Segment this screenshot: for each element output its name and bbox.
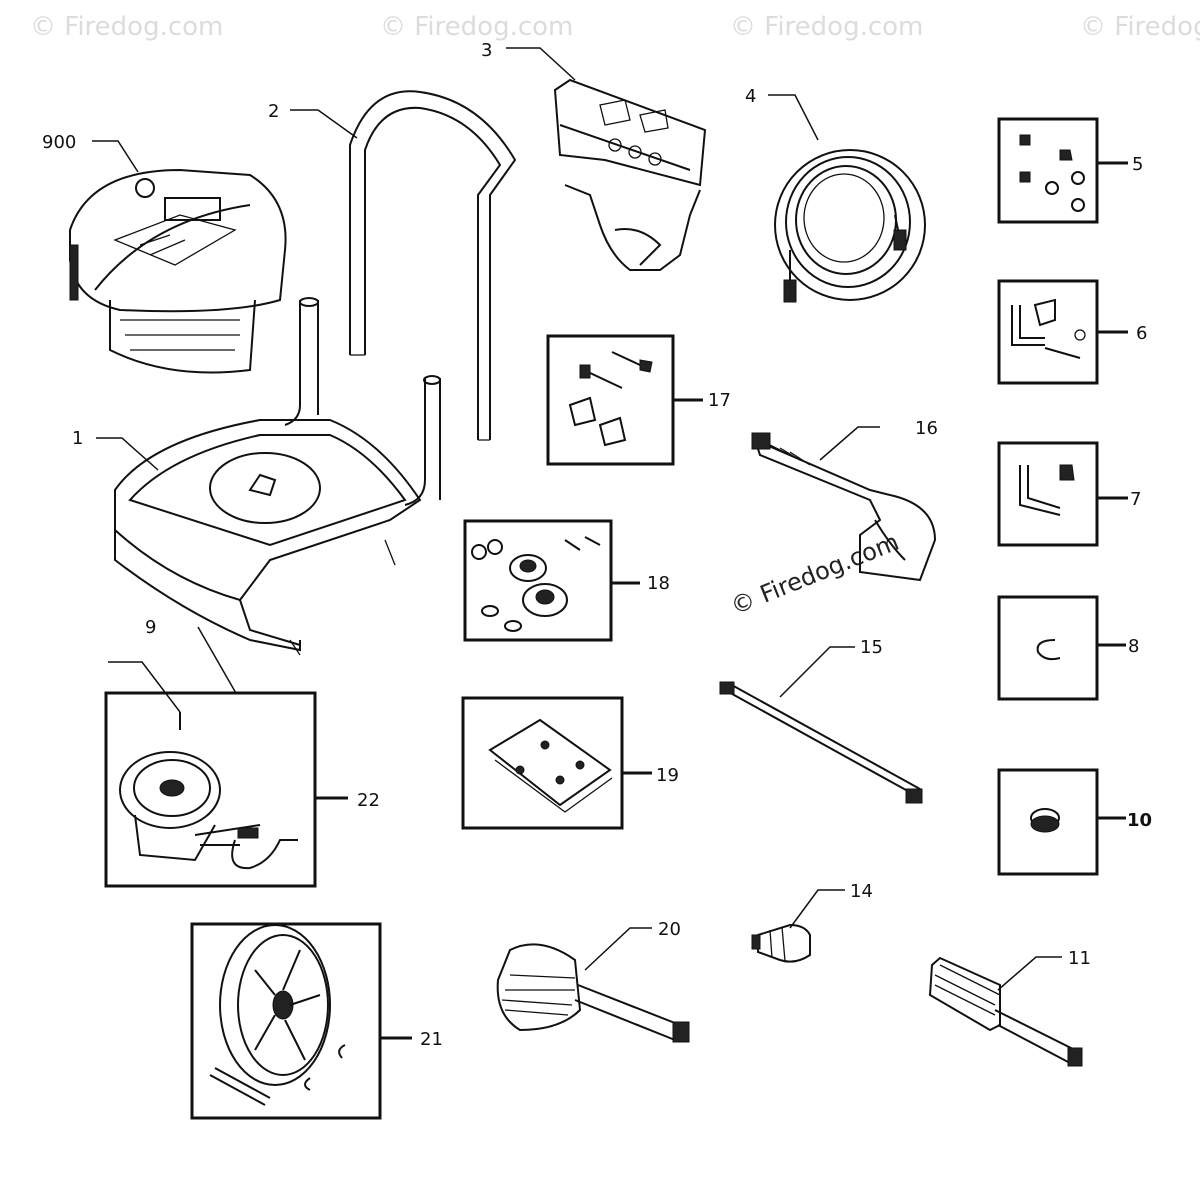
watermark: © Firedog.com: [1080, 12, 1200, 42]
pump-assembly-box[interactable]: [104, 691, 317, 888]
callout-label: 15: [860, 637, 883, 658]
callout-leader: [997, 956, 1062, 991]
callout-label: 18: [647, 573, 670, 594]
callout-label: 2: [268, 101, 279, 122]
callout-label: 16: [915, 418, 938, 439]
spray-wand-part[interactable]: [719, 681, 923, 804]
callout-leader: [768, 94, 819, 141]
watermark: © Firedog.com: [30, 12, 223, 42]
nozzle-kit-box[interactable]: [461, 696, 624, 830]
engine-part[interactable]: [69, 168, 287, 374]
callout-label: 8: [1128, 636, 1139, 657]
high-pressure-hose-part[interactable]: [774, 149, 926, 303]
hardware-kit-box[interactable]: [997, 117, 1099, 224]
callout-label: 9: [145, 617, 156, 638]
callout-label: 4: [745, 86, 756, 107]
spray-gun-part[interactable]: [751, 432, 937, 582]
frame-base-part[interactable]: [114, 297, 441, 656]
callout-label: 6: [1136, 323, 1147, 344]
scrub-brush-part[interactable]: [928, 956, 1083, 1067]
cap-kit-box[interactable]: [997, 768, 1099, 876]
callout-label: 10: [1127, 810, 1152, 831]
accessory-holder-part[interactable]: [553, 78, 707, 271]
callout-leader: [584, 927, 652, 971]
callout-label: 17: [708, 390, 731, 411]
callout-label: 21: [420, 1029, 443, 1050]
callout-label: 7: [1130, 489, 1141, 510]
fitting-kit-box[interactable]: [997, 441, 1099, 547]
callout-leader: [92, 140, 139, 173]
callout-label: 19: [656, 765, 679, 786]
callout-label: 22: [357, 790, 380, 811]
clip-kit-box[interactable]: [997, 595, 1099, 701]
watermark: © Firedog.com: [380, 12, 573, 42]
rotating-brush-part[interactable]: [496, 943, 690, 1043]
callout-label: 11: [1068, 948, 1091, 969]
wheel-hardware-kit-box[interactable]: [463, 519, 613, 642]
watermark: © Firedog.com: [730, 12, 923, 42]
callout-leader: [789, 889, 845, 929]
callout-label: 900: [42, 132, 76, 153]
callout-leader: [96, 437, 159, 471]
callout-label: 20: [658, 919, 681, 940]
callout-leader: [819, 426, 880, 461]
wheel-axle-kit-box[interactable]: [997, 279, 1099, 385]
handle-part[interactable]: [349, 90, 517, 441]
callout-label: 3: [481, 40, 492, 61]
screw-kit-box[interactable]: [546, 334, 675, 466]
callout-leader: [108, 661, 181, 713]
callout-leader: [779, 646, 855, 698]
callout-leader: [290, 109, 358, 139]
wheel-kit-box[interactable]: [190, 922, 382, 1120]
callout-label: 1: [72, 428, 83, 449]
callout-label: 14: [850, 881, 873, 902]
callout-label: 5: [1132, 154, 1143, 175]
turbo-nozzle-part[interactable]: [751, 923, 811, 963]
callout-leader: [506, 47, 576, 81]
